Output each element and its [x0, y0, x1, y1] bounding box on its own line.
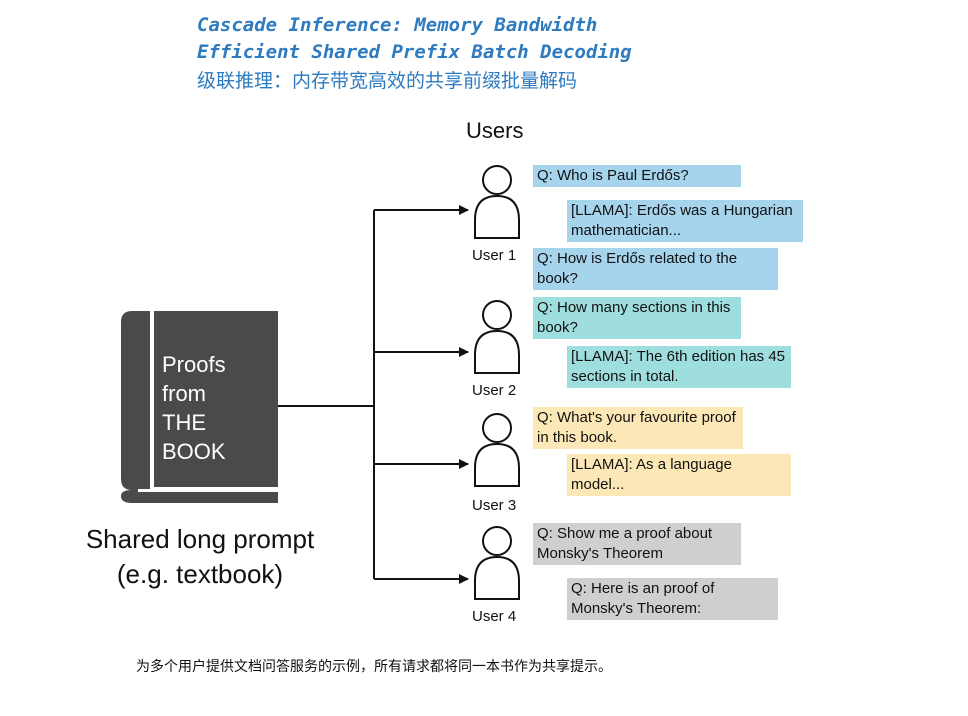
user-label-2: User 2 — [472, 382, 517, 399]
user-icon-2 — [474, 300, 520, 374]
users-heading: Users — [466, 118, 524, 143]
message-user-4-answer: Q: Here is an proof of Monsky's Theorem: — [567, 578, 778, 620]
user-label-4: User 4 — [472, 608, 517, 625]
shared-prompt-line-2: (e.g. textbook) — [116, 559, 284, 589]
book-title-line: from — [162, 381, 206, 406]
user-icon-3 — [474, 413, 520, 487]
message-user-1-question-1: Q: Who is Paul Erdős? — [533, 165, 741, 187]
user-icon-1 — [474, 165, 520, 239]
title-line-3-chinese: 级联推理：内存带宽高效的共享前缀批量解码 — [197, 70, 578, 92]
title-line-2: Efficient Shared Prefix Batch Decoding — [197, 41, 632, 63]
user-label-3: User 3 — [472, 497, 517, 514]
message-user-3-question: Q: What's your favourite proof in this b… — [533, 407, 743, 449]
message-user-2-answer: [LLAMA]: The 6th edition has 45 sections… — [567, 346, 791, 388]
book-title: Proofs from THE BOOK — [162, 350, 226, 466]
book-icon — [121, 311, 278, 503]
shared-prompt-line-1: Shared long prompt — [85, 524, 315, 554]
message-user-2-question: Q: How many sections in this book? — [533, 297, 741, 339]
message-user-3-answer: [LLAMA]: As a language model... — [567, 454, 791, 496]
title-line-1: Cascade Inference: Memory Bandwidth — [197, 14, 598, 36]
message-user-1-answer-1: [LLAMA]: Erdős was a Hungarian mathemati… — [567, 200, 803, 242]
book-title-line: THE — [162, 410, 206, 435]
book-title-line: BOOK — [162, 439, 226, 464]
user-label-1: User 1 — [472, 247, 517, 264]
user-icon-4 — [474, 526, 520, 600]
message-user-4-question: Q: Show me a proof about Monsky's Theore… — [533, 523, 741, 565]
caption: 为多个用户提供文档问答服务的示例，所有请求都将同一本书作为共享提示。 — [136, 659, 612, 675]
shared-prompt-label: Shared long prompt (e.g. textbook) — [60, 522, 340, 592]
message-user-1-question-2: Q: How is Erdős related to the book? — [533, 248, 778, 290]
connector-lines — [278, 205, 469, 584]
book-title-line: Proofs — [162, 352, 226, 377]
